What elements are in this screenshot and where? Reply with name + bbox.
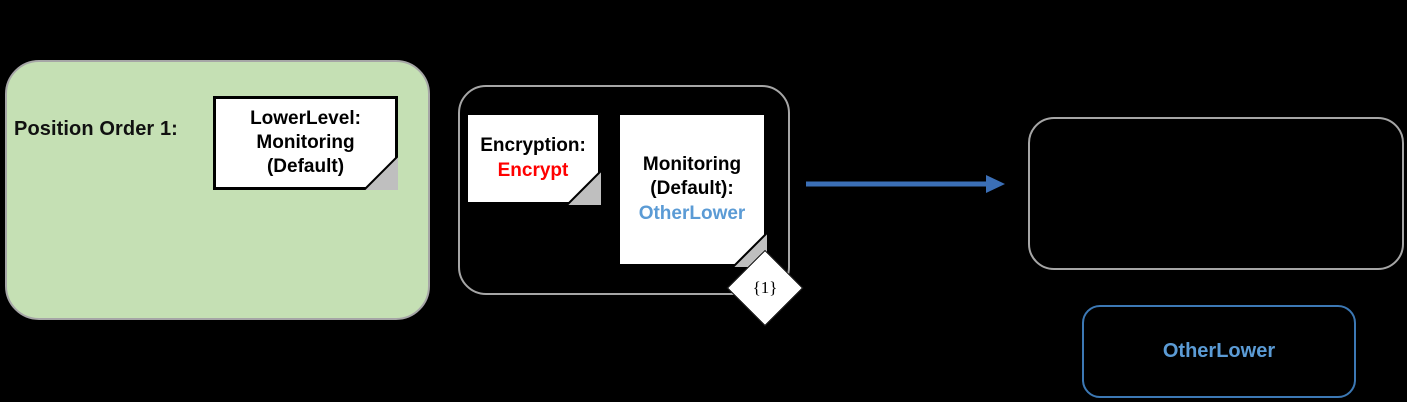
note-monitoring[interactable]: Monitoring (Default): OtherLower [617, 112, 767, 267]
note-monitoring-line-1: Monitoring [642, 154, 742, 176]
note-encryption-value: Encrypt [497, 159, 569, 181]
note-encryption[interactable]: Encryption: Encrypt [465, 112, 601, 205]
note-monitoring-line-2: (Default): [650, 178, 734, 200]
multiplicity-diamond[interactable]: {1} [726, 249, 804, 327]
arrow-right-icon [806, 172, 1006, 196]
note-monitoring-value: OtherLower [638, 202, 746, 224]
position-order-label: Position Order 1: [14, 118, 178, 140]
note-encryption-line-1: Encryption: [480, 135, 586, 157]
note-lowerlevel-line-3: (Default) [266, 156, 345, 178]
result-node-otherlower[interactable]: OtherLower [1082, 305, 1356, 398]
note-lowerlevel[interactable]: LowerLevel: Monitoring (Default) [213, 96, 398, 190]
note-lowerlevel-line-2: Monitoring [256, 131, 355, 153]
note-lowerlevel-line-1: LowerLevel: [250, 107, 361, 129]
note-fold-corner-icon [567, 171, 601, 205]
note-fold-corner-icon [364, 156, 398, 190]
target-group-empty[interactable] [1028, 117, 1404, 270]
result-node-label: OtherLower [1162, 340, 1276, 362]
multiplicity-label: {1} [752, 278, 778, 297]
